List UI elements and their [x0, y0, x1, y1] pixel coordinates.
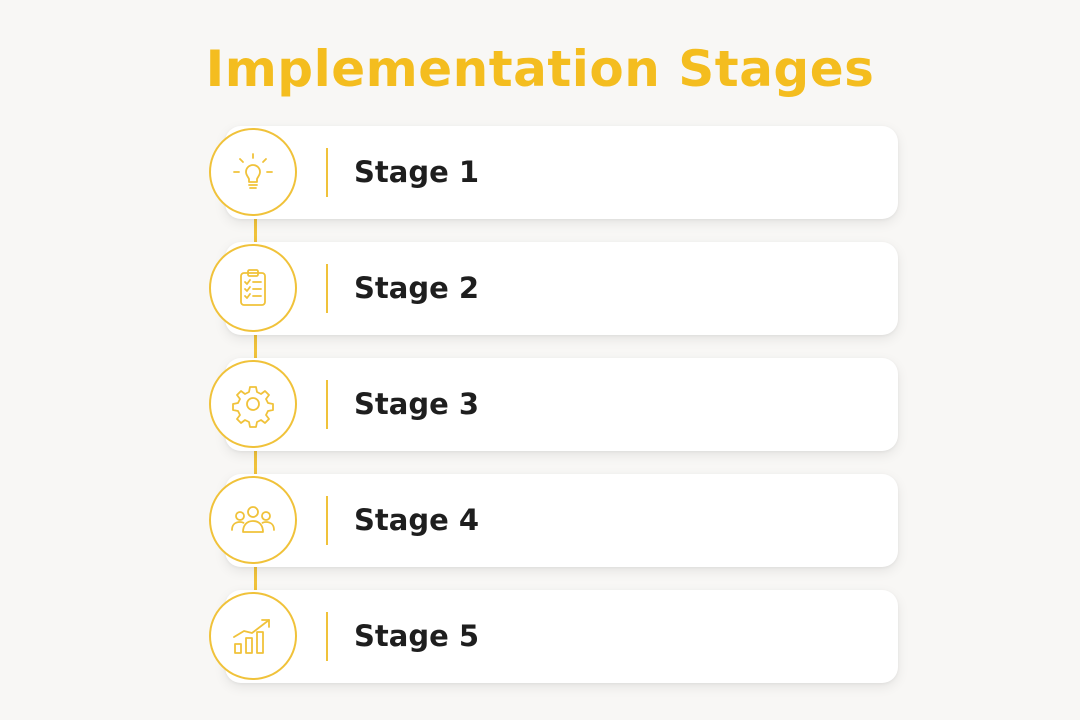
stage-divider-3	[326, 380, 328, 429]
stage-card-4: Stage 4	[225, 474, 898, 567]
stage-icon-circle-5	[209, 592, 297, 680]
stage-icon-circle-3	[209, 360, 297, 448]
connector-line-2	[253, 331, 257, 358]
stage-label-2: Stage 2	[354, 271, 480, 305]
stage-card-1: Stage 1	[225, 126, 898, 219]
stage-icon-circle-2	[209, 244, 297, 332]
stage-label-3: Stage 3	[354, 387, 480, 421]
growth-chart-icon	[233, 619, 270, 654]
stage-divider-5	[326, 612, 328, 661]
lightbulb-icon	[233, 153, 273, 189]
stage-label-5: Stage 5	[354, 619, 480, 653]
stage-icon-circle-4	[209, 476, 297, 564]
stage-icon-circle-1	[209, 128, 297, 216]
stage-divider-2	[326, 264, 328, 313]
team-icon	[231, 506, 275, 533]
stage-card-5: Stage 5	[225, 590, 898, 683]
gear-icon	[232, 386, 274, 428]
stage-label-4: Stage 4	[354, 503, 480, 537]
stage-divider-4	[326, 496, 328, 545]
stage-card-3: Stage 3	[225, 358, 898, 451]
stage-divider-1	[326, 148, 328, 197]
clipboard-checklist-icon	[240, 269, 266, 306]
connector-line-3	[253, 447, 257, 474]
page-title: Implementation Stages	[205, 40, 875, 98]
stage-card-2: Stage 2	[225, 242, 898, 335]
connector-line-4	[253, 563, 257, 590]
stage-label-1: Stage 1	[354, 155, 480, 189]
connector-line-1	[253, 215, 257, 242]
